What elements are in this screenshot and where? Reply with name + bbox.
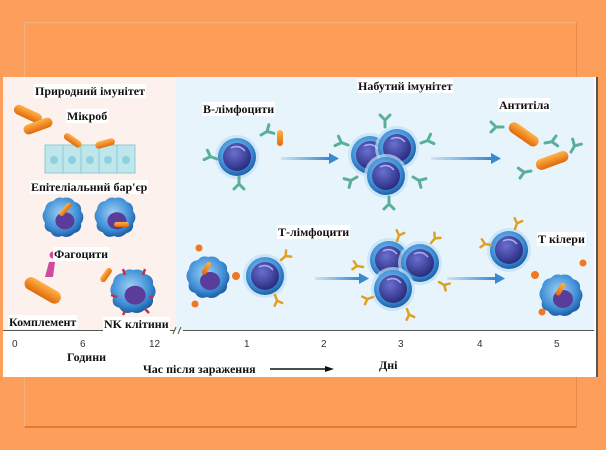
hours-axis-line <box>3 330 174 331</box>
tick-label: 5 <box>554 339 560 350</box>
epithelial-barrier-label: Епітеліальний бар'єр <box>30 180 149 194</box>
complement-label: Комплемент <box>8 315 78 329</box>
time-arrow-icon <box>270 366 334 372</box>
immune-response-figure: Природний імунітет Мікроб Епітеліальний … <box>3 77 598 377</box>
antigen-presenting-cell-icon <box>186 244 240 308</box>
t-lymphocytes-label: Т-лімфоцити <box>277 225 351 239</box>
axis-break-icon <box>172 326 182 335</box>
tick-label: 6 <box>80 339 86 350</box>
phagocyte-icon <box>42 197 136 237</box>
tick-label: 0 <box>12 339 18 350</box>
t-killers-label: Т кілери <box>537 232 586 246</box>
hours-label: Години <box>67 350 107 364</box>
microbe-label: Мікроб <box>66 109 109 123</box>
t-killer-icon <box>479 216 587 316</box>
antibodies-icon <box>489 120 583 180</box>
b-cell-clones-icon <box>333 113 436 211</box>
days-axis-line <box>183 330 594 331</box>
arrow-icon <box>447 273 505 284</box>
t-cell-clones-icon <box>351 228 451 322</box>
arrow-icon <box>281 153 339 164</box>
epithelial-cells-icon <box>44 133 136 174</box>
days-label: Дні <box>379 358 398 372</box>
illustrations <box>13 104 587 372</box>
tick-label: 1 <box>244 339 250 350</box>
tick-label: 4 <box>477 339 483 350</box>
tick-label: 3 <box>398 339 404 350</box>
b-lymphocyte-icon <box>202 123 283 191</box>
nk-cells-label: NK клітини <box>103 317 170 331</box>
t-lymphocyte-icon <box>242 249 293 308</box>
arrow-icon <box>431 153 501 164</box>
arrow-icon <box>315 273 369 284</box>
antibodies-label: Антитіла <box>498 98 551 112</box>
axis-title: Час після зараження <box>143 362 256 376</box>
microbe-icon <box>13 104 53 135</box>
b-lymphocytes-label: В-лімфоцити <box>202 102 276 116</box>
nk-cell-icon <box>100 267 156 316</box>
tick-label: 12 <box>149 339 161 350</box>
phagocytes-label: Фагоцити <box>53 247 110 261</box>
innate-immunity-title: Природний імунітет <box>34 84 146 98</box>
adaptive-immunity-title: Набутий імунітет <box>357 79 454 93</box>
tick-label: 2 <box>321 339 327 350</box>
